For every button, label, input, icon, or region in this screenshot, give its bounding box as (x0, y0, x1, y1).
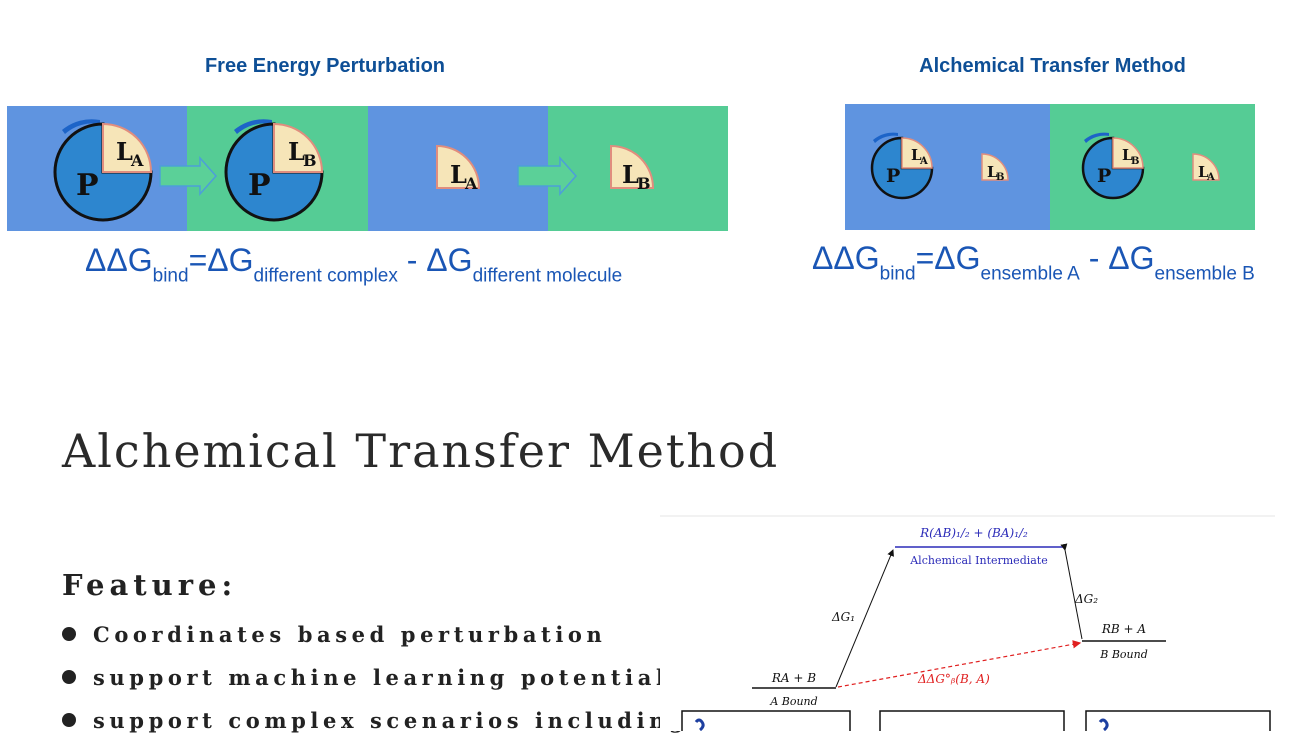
eq-mid-sub: different complex (253, 265, 398, 287)
eq-lhs-sub: bind (879, 263, 916, 285)
eq-mid: =ΔG (915, 240, 981, 276)
ligand-b-subscript: B (1131, 156, 1139, 167)
dg1-label: ΔG₁ (831, 610, 855, 624)
free-ligand-a: L A (436, 144, 481, 193)
ligand-b-subscript: B (996, 172, 1004, 183)
atm-free-ligand-b: L B (981, 153, 1009, 183)
ddg-arrow (837, 640, 1082, 688)
free-ligand-b: L B (610, 144, 655, 193)
atm-graphics: P L A L B P L B L A (870, 132, 1220, 200)
left-formula: RA + B (771, 671, 816, 685)
atm-equation: ΔΔGbind=ΔGensemble A - ΔGensemble B (812, 240, 1255, 285)
ligand-b-label: L (987, 163, 998, 181)
fep-title: Free Energy Perturbation (204, 55, 446, 77)
ligand-a-subscript: A (464, 174, 478, 193)
eq-rhs-sub: ensemble B (1154, 263, 1255, 285)
eq-minus: - ΔG (1079, 240, 1155, 276)
ligand-b-label: L (622, 160, 639, 189)
ligand-a-subscript: A (130, 151, 144, 170)
eq-lhs-sub: bind (152, 265, 189, 287)
energy-diagram: R(AB)₁/₂ + (BA)₁/₂ Alchemical Intermedia… (660, 515, 1275, 731)
dg1-arrow (835, 549, 894, 688)
atm-complex-b: P L B (1081, 132, 1145, 200)
snapshot-box-a (681, 710, 851, 731)
dg2-arrow (1060, 543, 1083, 640)
ligand-b-subscript: B (303, 151, 317, 170)
right-formula: RB + A (1101, 622, 1147, 636)
fep-graphics: P L A P L B L A L B (53, 119, 655, 222)
feature-item: support machine learning potentials (62, 665, 685, 690)
eq-mid-sub: ensemble A (980, 263, 1080, 285)
protein-label: P (886, 165, 900, 187)
molecule-fragment-icon (694, 718, 705, 731)
atm-title: Alchemical Transfer Method (919, 55, 1186, 77)
ligand-a-label: L (1198, 163, 1209, 181)
feature-text: support complex scenarios including (93, 708, 689, 733)
eq-lhs: ΔΔG (85, 242, 153, 278)
transform-arrow-icon (159, 156, 218, 196)
eq-mid: =ΔG (188, 242, 254, 278)
transform-arrow-icon (517, 156, 578, 196)
feature-text: Coordinates based perturbation (93, 622, 607, 647)
ligand-a-label: L (911, 146, 922, 164)
ligand-a-subscript: A (1206, 172, 1215, 183)
eq-rhs-sub: different molecule (472, 265, 623, 287)
bullet-icon (62, 713, 76, 727)
feature-text: support machine learning potentials (93, 665, 685, 690)
protein-label: P (248, 168, 271, 203)
eq-minus: - ΔG (397, 242, 473, 278)
fep-equation: ΔΔGbind=ΔGdifferent complex - ΔGdifferen… (85, 242, 622, 287)
molecule-fragment-icon (1098, 718, 1109, 731)
protein-label: P (76, 168, 99, 203)
ligand-b-label: L (288, 137, 305, 166)
dg2-label: ΔG₂ (1074, 592, 1098, 606)
feature-item: support complex scenarios including (62, 708, 688, 733)
right-label: B Bound (1099, 648, 1148, 661)
ligand-a-label: L (116, 137, 133, 166)
ligand-b-subscript: B (637, 174, 651, 193)
snapshot-box-intermediate (879, 710, 1065, 731)
bullet-icon (62, 670, 76, 684)
bullet-icon (62, 627, 76, 641)
protein-label: P (1097, 165, 1111, 187)
feature-title: Feature: (62, 568, 238, 602)
snapshot-box-b (1085, 710, 1271, 731)
intermediate-label: Alchemical Intermediate (909, 554, 1048, 567)
ligand-a-subscript: A (919, 156, 928, 167)
protein-ligand-b-complex: P L B (224, 119, 324, 222)
intermediate-formula: R(AB)₁/₂ + (BA)₁/₂ (919, 526, 1028, 540)
ddg-label: ΔΔG°ᵦ(B, A) (917, 672, 990, 686)
ligand-a-label: L (450, 160, 467, 189)
ligand-b-label: L (1122, 146, 1133, 164)
protein-ligand-a-complex: P L A (53, 119, 153, 222)
left-label: A Bound (769, 695, 817, 708)
feature-item: Coordinates based perturbation (62, 622, 606, 647)
atm-free-ligand-a: L A (1192, 153, 1220, 183)
section-heading: Alchemical Transfer Method (62, 424, 780, 478)
eq-lhs: ΔΔG (812, 240, 880, 276)
atm-complex-a: P L A (870, 132, 934, 200)
